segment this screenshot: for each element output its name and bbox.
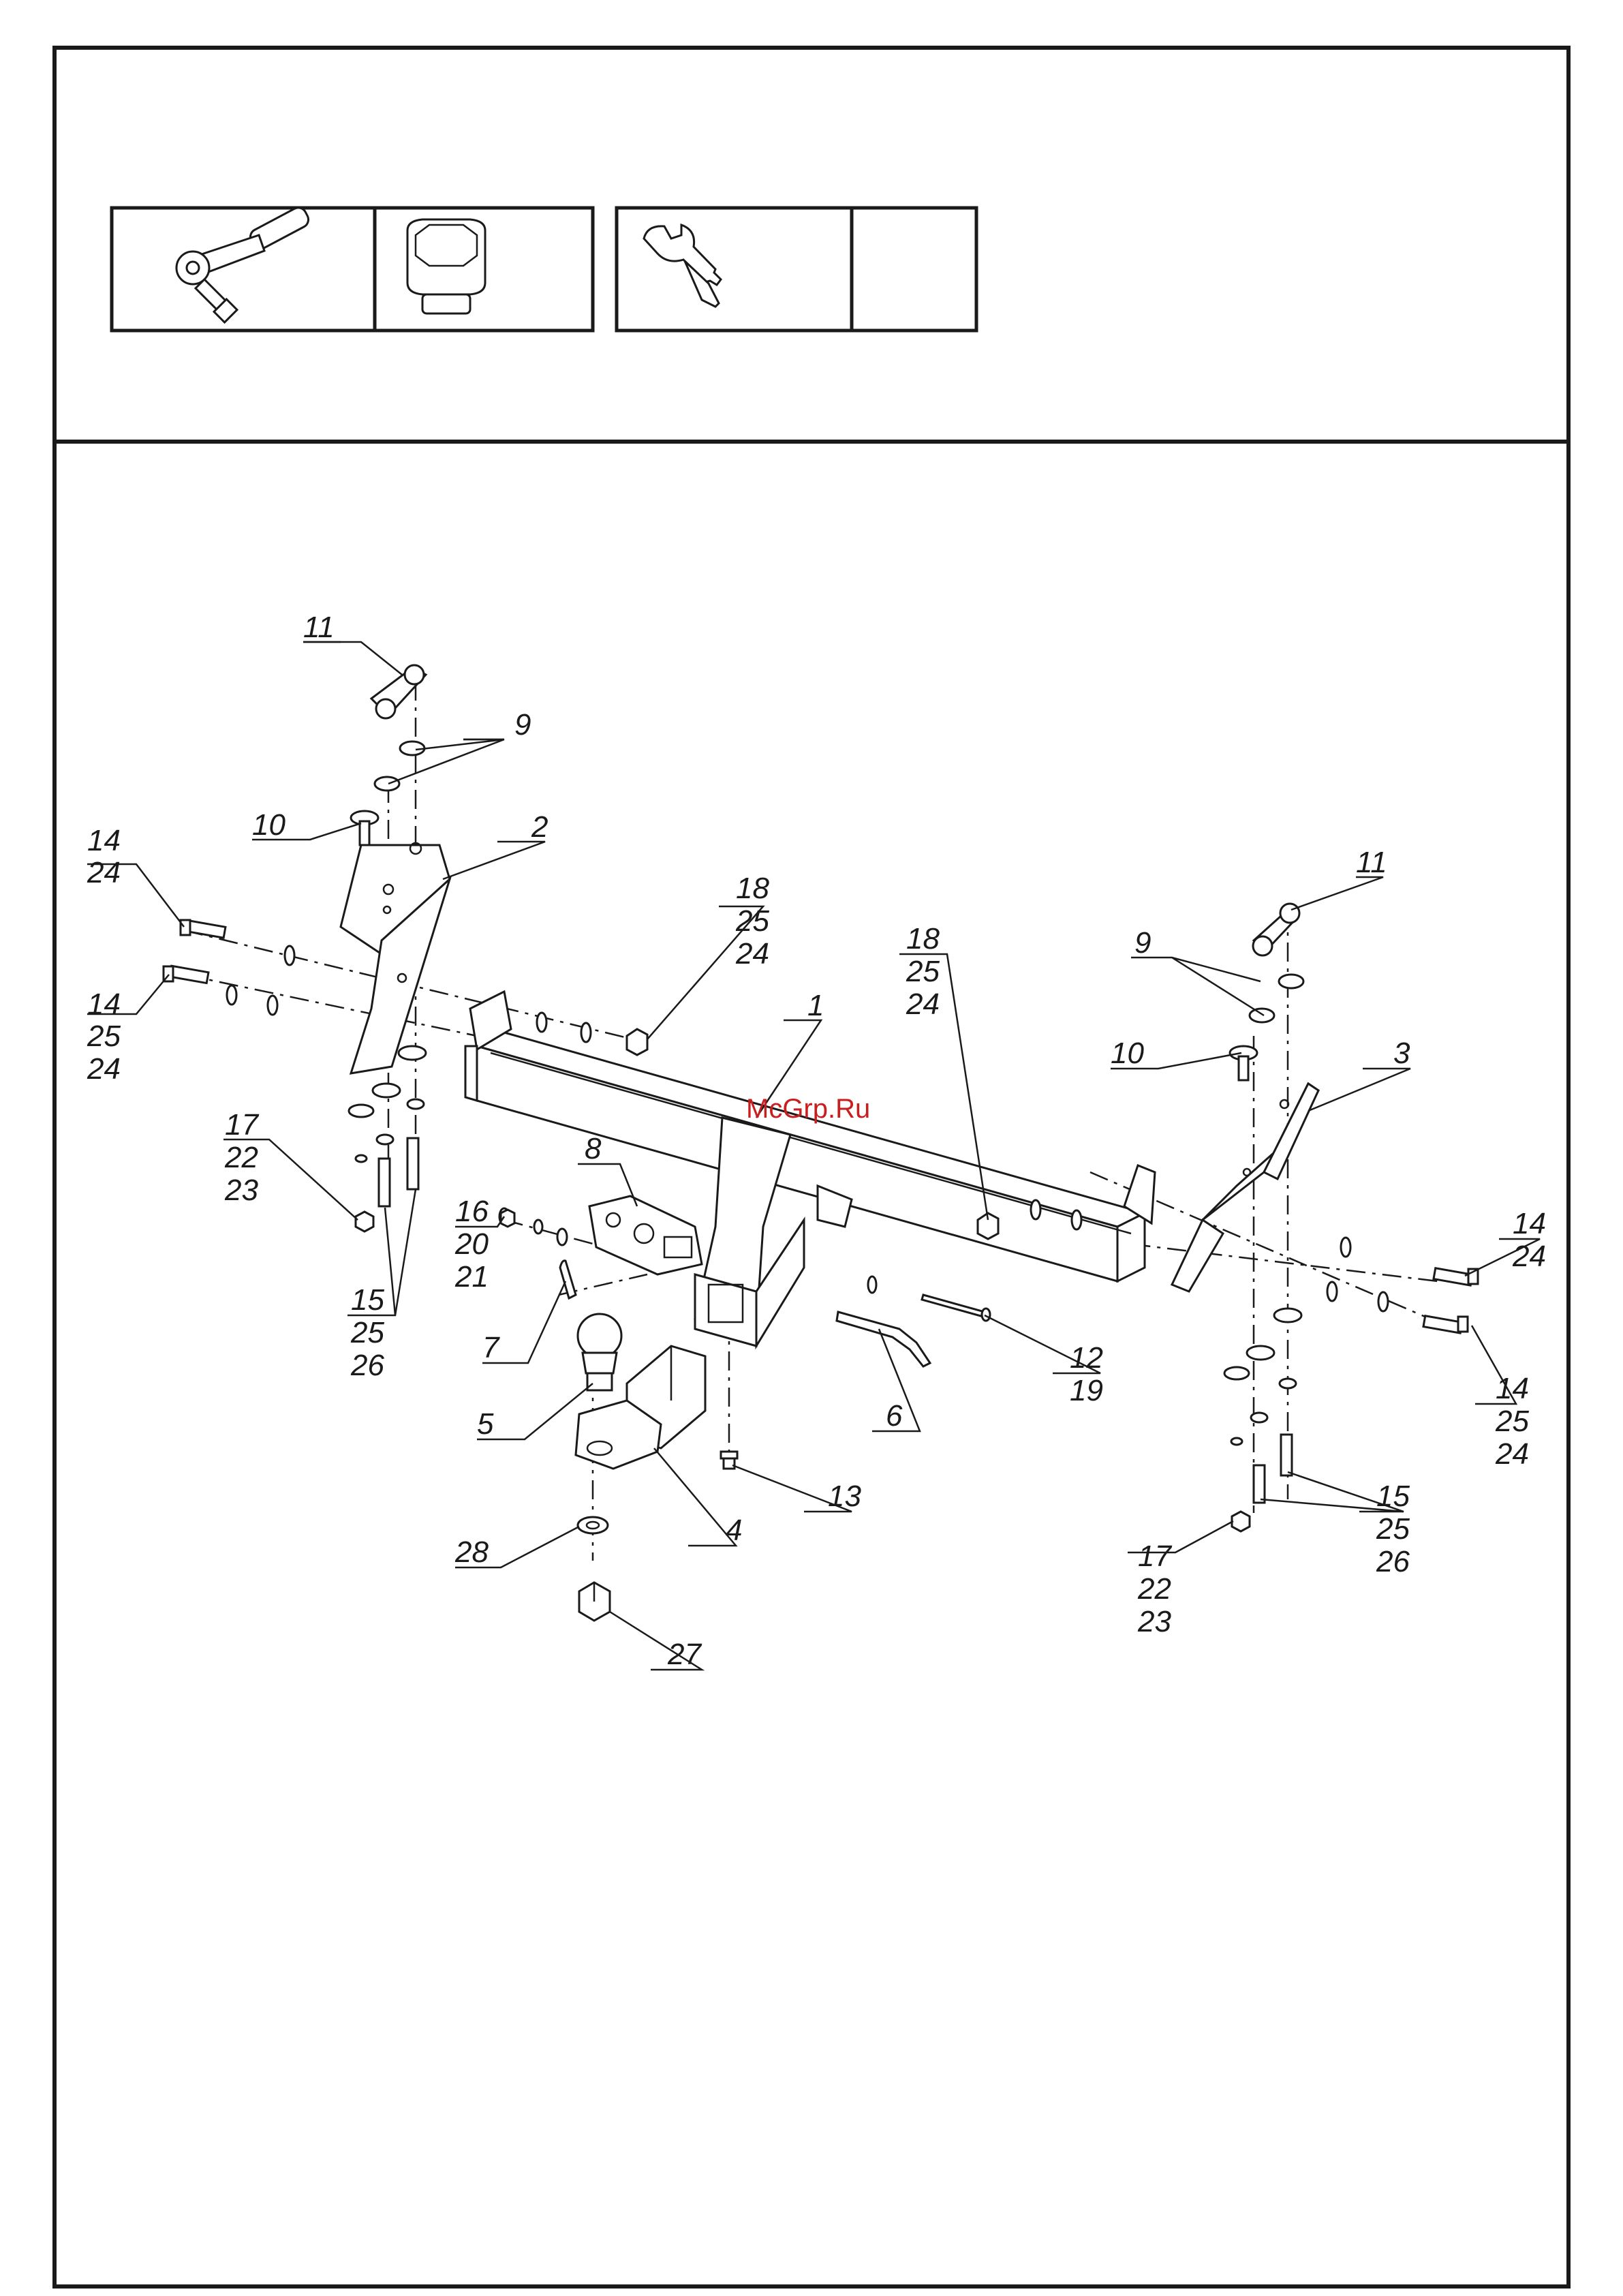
part-2-left-bracket (341, 843, 450, 1073)
part-28-washer (578, 1517, 608, 1533)
part-11-plates (371, 665, 1299, 955)
callout-22-left: 22 (224, 1141, 258, 1174)
callout-24-right-bottom: 24 (1495, 1437, 1529, 1471)
callout-14-right-bottom: 14 (1496, 1372, 1529, 1405)
callout-20: 20 (454, 1227, 489, 1261)
callout-3: 3 (1393, 1037, 1410, 1070)
callout-23-right: 23 (1137, 1605, 1171, 1638)
callout-18-b: 18 (906, 922, 940, 955)
part-8-socket-bracket (589, 1196, 702, 1274)
callout-7: 7 (482, 1331, 500, 1364)
watermark-text: McGrp.Ru (746, 1094, 870, 1124)
callout-11-left: 11 (303, 611, 335, 644)
callout-25-right-bottom: 25 (1495, 1405, 1529, 1438)
callout-14-right-top: 14 (1513, 1207, 1546, 1240)
callout-11-right: 11 (1356, 846, 1387, 879)
part-5-tow-ball (578, 1314, 621, 1390)
callout-25-b: 25 (906, 955, 940, 988)
callout-24-right-top: 24 (1512, 1240, 1546, 1273)
right-lower-hardware (1224, 1308, 1301, 1531)
callout-17-left: 17 (225, 1108, 259, 1142)
callout-13: 13 (828, 1480, 861, 1513)
open-end-wrench-icon (644, 225, 721, 307)
part-9-washers (375, 741, 1303, 1022)
callout-24-left-bottom: 24 (87, 1052, 121, 1086)
callout-25-left-bottom: 25 (87, 1020, 121, 1053)
callout-15-left: 15 (351, 1283, 384, 1317)
part-27-nut (579, 1582, 610, 1621)
tool-cell-1 (112, 208, 375, 331)
socket-head-icon (407, 219, 485, 313)
callout-14-left-bottom: 14 (87, 988, 121, 1021)
callout-25-right-c: 25 (1376, 1512, 1410, 1546)
callout-9-left: 9 (514, 708, 531, 741)
callout-22-right: 22 (1137, 1572, 1171, 1606)
callout-4: 4 (726, 1514, 742, 1547)
callout-28: 28 (454, 1535, 489, 1569)
part-12-bolt (922, 1295, 990, 1321)
callout-8: 8 (585, 1132, 602, 1165)
tool-cell-3 (617, 208, 852, 331)
callout-26-left: 26 (350, 1349, 384, 1382)
callout-16: 16 (455, 1195, 489, 1228)
part-1-crossbar (465, 992, 1155, 1281)
callout-24-b: 24 (906, 988, 940, 1021)
callout-17-right: 17 (1138, 1540, 1172, 1573)
callout-10-left: 10 (252, 808, 285, 842)
callout-21: 21 (454, 1260, 489, 1294)
callout-15-right: 15 (1376, 1480, 1410, 1513)
callout-26-right: 26 (1376, 1545, 1410, 1578)
callout-25-left-c: 25 (350, 1316, 384, 1349)
left-lower-hardware (349, 1046, 426, 1231)
callout-24-left-top: 24 (87, 856, 121, 889)
callout-25-a: 25 (735, 904, 769, 938)
callout-27: 27 (667, 1638, 702, 1671)
callout-23-left: 23 (224, 1174, 258, 1207)
callout-9-right: 9 (1134, 926, 1151, 960)
callout-5: 5 (477, 1407, 494, 1441)
callout-2: 2 (531, 810, 548, 844)
tool-cell-4 (852, 208, 976, 331)
tools-table (112, 205, 976, 331)
ratchet-wrench-icon (176, 205, 311, 322)
callout-12: 12 (1070, 1341, 1103, 1375)
callout-6: 6 (886, 1399, 903, 1433)
callout-1: 1 (807, 989, 824, 1022)
callout-19: 19 (1070, 1374, 1103, 1407)
callout-24-a: 24 (735, 937, 769, 970)
part-7-spring-clip (560, 1261, 576, 1298)
callout-14-left-top: 14 (87, 824, 121, 857)
callout-18-a: 18 (736, 872, 769, 905)
callout-10-right: 10 (1111, 1037, 1144, 1070)
